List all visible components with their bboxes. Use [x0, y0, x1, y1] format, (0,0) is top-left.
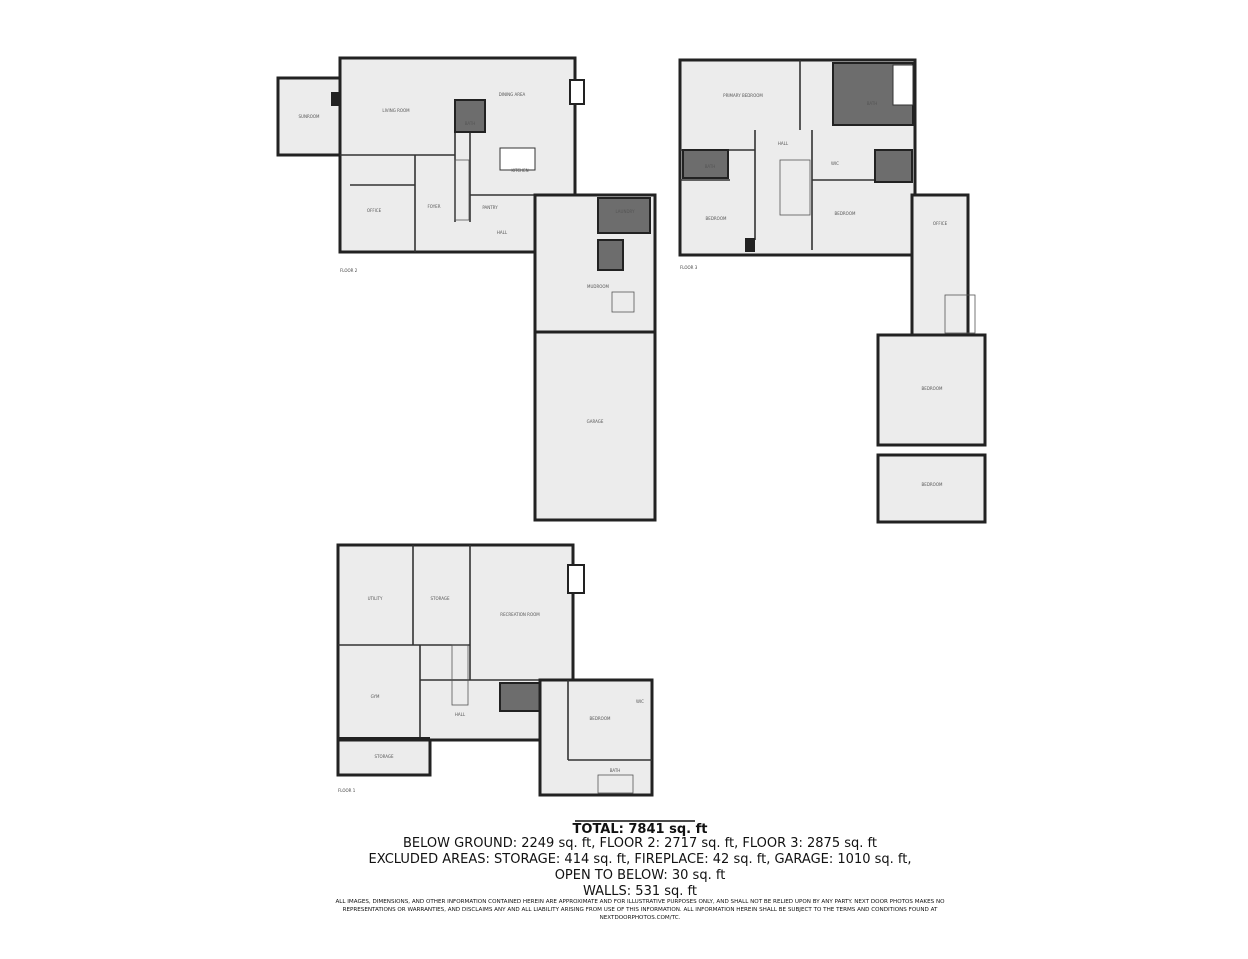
svg-text:PANTRY: PANTRY — [482, 205, 498, 210]
floor-3-label: FLOOR 3 — [680, 265, 698, 270]
svg-text:BEDROOM: BEDROOM — [590, 716, 611, 721]
svg-text:WIC: WIC — [831, 161, 839, 166]
svg-text:BATH: BATH — [610, 768, 621, 773]
floor-areas: BELOW GROUND: 2249 sq. ft, FLOOR 2: 2717… — [403, 836, 877, 851]
floor-3-plan: PRIMARY BEDROOM BEDROOM BEDROOM HALL BAT… — [678, 58, 987, 524]
svg-text:BATH: BATH — [465, 121, 476, 126]
floor-1-extension — [538, 678, 654, 797]
svg-text:DINING AREA: DINING AREA — [499, 92, 526, 97]
svg-text:GYM: GYM — [371, 694, 380, 699]
svg-text:HALL: HALL — [497, 230, 508, 235]
svg-text:BATH: BATH — [705, 164, 716, 169]
svg-text:BEDROOM: BEDROOM — [922, 482, 943, 487]
sunroom — [276, 76, 342, 157]
svg-text:HALL: HALL — [778, 141, 789, 146]
svg-text:OFFICE: OFFICE — [367, 208, 382, 213]
garage — [533, 330, 657, 522]
svg-text:LIVING ROOM: LIVING ROOM — [382, 108, 410, 113]
svg-text:WIC: WIC — [636, 699, 644, 704]
svg-text:GARAGE: GARAGE — [587, 419, 604, 424]
svg-text:BATH: BATH — [867, 101, 878, 106]
svg-text:OFFICE: OFFICE — [933, 221, 948, 226]
floor-2-plan: SUNROOM LIVING ROOM DINING AREA KITCHEN … — [276, 56, 657, 522]
excluded-areas: EXCLUDED AREAS: STORAGE: 414 sq. ft, FIR… — [368, 852, 912, 867]
bedroom-upper — [876, 333, 987, 447]
svg-text:HALL: HALL — [455, 712, 466, 717]
storage-room — [336, 738, 432, 777]
svg-text:STORAGE: STORAGE — [430, 596, 450, 601]
svg-text:PRIMARY BEDROOM: PRIMARY BEDROOM — [723, 93, 763, 98]
floor-1-label: FLOOR 1 — [338, 788, 356, 793]
floor-2-label: FLOOR 2 — [340, 268, 358, 273]
floor-3-wing — [910, 193, 970, 337]
svg-text:UTILITY: UTILITY — [368, 596, 383, 601]
svg-text:BEDROOM: BEDROOM — [835, 211, 856, 216]
bedroom-lower — [876, 453, 987, 524]
svg-text:MUDROOM: MUDROOM — [587, 284, 610, 289]
svg-text:SUNROOM: SUNROOM — [299, 114, 321, 119]
svg-text:RECREATION ROOM: RECREATION ROOM — [500, 612, 540, 617]
svg-text:KITCHEN: KITCHEN — [511, 168, 528, 173]
svg-text:BEDROOM: BEDROOM — [922, 386, 943, 391]
svg-text:STORAGE: STORAGE — [374, 754, 394, 759]
disclaimer: ALL IMAGES, DIMENSIONS, AND OTHER INFORM… — [335, 899, 945, 921]
svg-text:LAUNDRY: LAUNDRY — [615, 209, 635, 214]
open-to-below: OPEN TO BELOW: 30 sq. ft — [554, 868, 726, 883]
svg-text:FOYER: FOYER — [428, 204, 441, 209]
floor-1-plan: UTILITY STORAGE RECREATION ROOM GYM HALL… — [336, 543, 654, 797]
svg-text:BEDROOM: BEDROOM — [706, 216, 727, 221]
walls-area: WALLS: 531 sq. ft — [583, 884, 697, 899]
total-area: TOTAL: 7841 sq. ft — [572, 822, 708, 837]
